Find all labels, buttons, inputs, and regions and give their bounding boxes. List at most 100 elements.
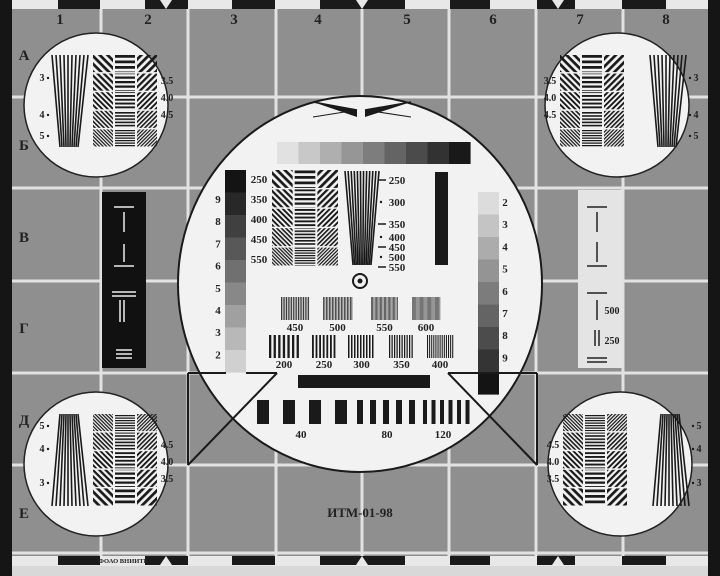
gray-step xyxy=(478,372,499,395)
resolution-grating xyxy=(585,488,605,506)
grating-bar xyxy=(303,297,304,320)
corner-grid-label: 3.5 xyxy=(161,474,174,485)
center-wedge xyxy=(344,170,380,266)
grating-bar xyxy=(432,297,434,320)
gray-step xyxy=(225,192,246,216)
grating-bar xyxy=(437,297,438,320)
grating-bar xyxy=(387,297,389,320)
gray-scale-label: 6 xyxy=(215,261,221,273)
wedge-line xyxy=(675,54,687,148)
wedge-line xyxy=(365,170,371,266)
corner-grid-label: 4.5 xyxy=(544,110,557,121)
column-label: 7 xyxy=(576,12,584,28)
grating-bar xyxy=(335,297,336,320)
resolution-grating xyxy=(93,55,113,73)
grating-bar xyxy=(301,297,303,320)
gray-step xyxy=(478,327,499,350)
grating-label: 600 xyxy=(418,322,435,334)
resolution-grating xyxy=(604,55,624,73)
grating-bar xyxy=(357,335,359,358)
column-label: 2 xyxy=(144,12,152,28)
wedge-line xyxy=(69,54,73,148)
grating-bar xyxy=(306,297,308,320)
grating-bar xyxy=(371,297,372,320)
resolution-grating xyxy=(317,247,338,266)
gray-scale-label: 3 xyxy=(215,327,221,339)
pulse-bar xyxy=(396,400,402,424)
resolution-grating xyxy=(115,432,135,450)
pulse-bar xyxy=(409,400,415,424)
gray-step xyxy=(384,142,407,164)
top-arrow-line xyxy=(364,101,412,111)
gray-step xyxy=(449,142,471,164)
resolution-grating xyxy=(317,189,338,208)
pulse-bar xyxy=(283,400,295,424)
gray-step xyxy=(225,327,246,351)
wedge-line xyxy=(71,413,77,507)
grating-bar xyxy=(394,297,396,320)
top-arrow-right xyxy=(365,102,411,117)
gray-step xyxy=(478,237,499,260)
grating-bar xyxy=(298,297,299,320)
grating-bar xyxy=(389,335,391,358)
top-arrow-line xyxy=(312,109,358,118)
right-strip-label: 500 xyxy=(605,306,620,317)
wedge-line xyxy=(670,413,674,507)
resolution-grating xyxy=(607,432,627,450)
gray-step xyxy=(478,304,499,328)
column-label: 6 xyxy=(489,12,497,28)
grating-bar xyxy=(384,297,385,320)
resolution-grating xyxy=(115,488,135,506)
grating-bar xyxy=(429,297,430,320)
wedge-line xyxy=(51,413,61,507)
grating-row2 xyxy=(312,335,336,358)
corner-wedge-label: 3 xyxy=(697,478,702,489)
grating-bar xyxy=(374,297,376,320)
wedge-line xyxy=(366,170,374,266)
column-label: 3 xyxy=(230,12,238,28)
grating-bar xyxy=(396,335,398,358)
grating-bar xyxy=(377,297,379,320)
wedge-line xyxy=(344,170,354,266)
resolution-grating xyxy=(607,469,627,487)
grating-bar xyxy=(291,297,293,320)
strip-notch xyxy=(160,556,172,565)
wedge-line xyxy=(63,54,67,148)
resolution-grating xyxy=(115,55,135,73)
wedge-line xyxy=(657,54,663,148)
wedge-label: 300 xyxy=(389,197,406,209)
grating-row2 xyxy=(348,335,374,358)
column-label: 8 xyxy=(662,12,670,28)
resolution-grating xyxy=(604,73,624,91)
strip-notch xyxy=(160,0,172,9)
grating-bar xyxy=(450,335,452,358)
grating-label: 200 xyxy=(276,359,293,371)
grating-bar xyxy=(448,335,450,358)
resolution-grating xyxy=(582,129,602,147)
grating-bar xyxy=(292,297,294,320)
resolution-grating xyxy=(604,110,624,128)
wedge-line xyxy=(664,413,668,507)
resolution-grating xyxy=(294,247,316,266)
corner-wedge-label: 3 xyxy=(40,478,45,489)
grating-bar xyxy=(431,335,433,358)
resolution-grating xyxy=(115,110,135,128)
resolution-grating xyxy=(560,129,580,147)
grating-bar xyxy=(294,297,296,320)
wedge-line xyxy=(71,54,77,148)
strip-block xyxy=(232,0,275,9)
gray-step xyxy=(225,282,246,306)
resolution-grating xyxy=(560,92,580,110)
resolution-grating xyxy=(115,414,135,432)
resolution-grating xyxy=(137,110,157,128)
grating-bar xyxy=(326,335,329,358)
resolution-grating xyxy=(317,208,338,227)
wedge-line xyxy=(347,170,356,266)
grating-bar xyxy=(333,297,335,320)
wedge-dot xyxy=(379,200,383,204)
corner-wedge-label: 4 xyxy=(697,444,702,455)
grating-bar xyxy=(430,297,431,320)
wedge-line xyxy=(55,413,63,507)
resolution-grating xyxy=(137,73,157,91)
